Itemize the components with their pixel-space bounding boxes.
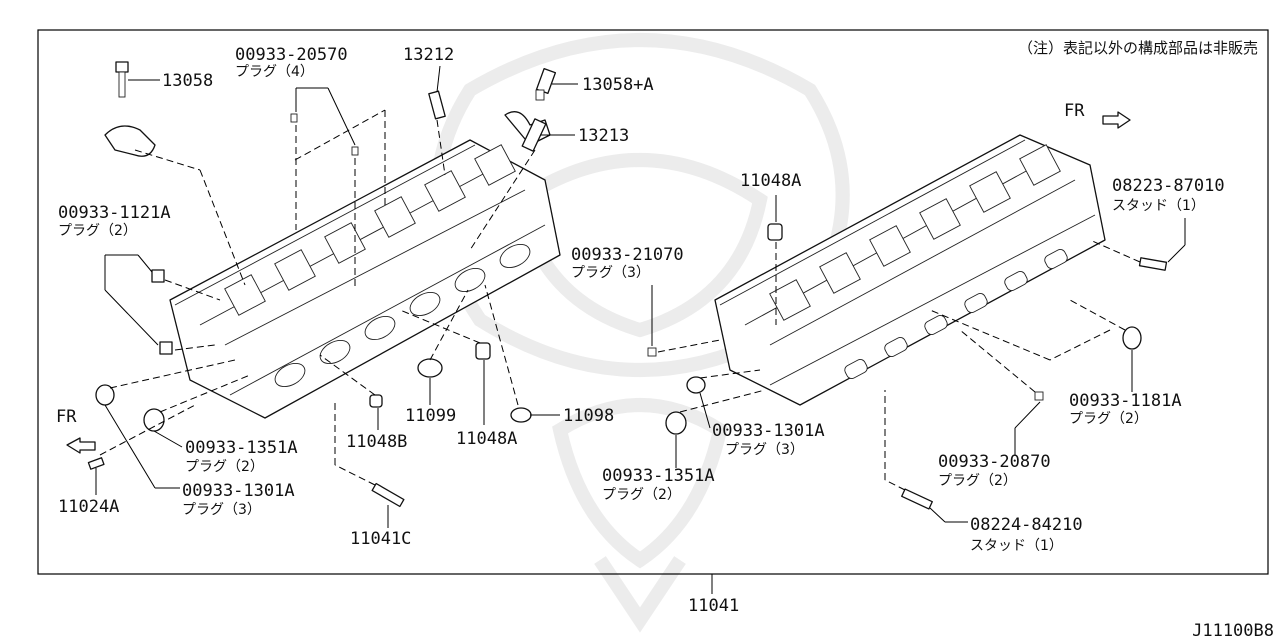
plug-00933-1351A-left[interactable] (143, 408, 165, 432)
label-11048A-right: 11048A (740, 171, 801, 191)
seal-11099[interactable] (417, 358, 443, 378)
label-13212: 13212 (403, 45, 454, 65)
label-11098: 11098 (563, 406, 614, 426)
plug-00933-21070[interactable] (647, 347, 657, 357)
desc-00933-1351A-right: プラグ（2） (602, 487, 681, 503)
desc-00933-1181A: プラグ（2） (1069, 411, 1148, 427)
stud-11041C[interactable] (371, 482, 405, 508)
label-00933-1351A-right: 00933-1351A (602, 466, 715, 486)
label-00933-21070: 00933-21070 (571, 245, 684, 265)
label-00933-1181A: 00933-1181A (1069, 391, 1182, 411)
fr-arrow-right (1102, 111, 1131, 129)
plug-00933-1301A-right[interactable] (686, 376, 706, 394)
desc-08224-84210: スタッド（1） (970, 538, 1063, 554)
bracket-left[interactable] (104, 125, 156, 157)
label-11024A: 11024A (58, 497, 119, 517)
desc-00933-20870: プラグ（2） (938, 473, 1017, 489)
plug-00933-20570[interactable] (290, 113, 359, 156)
pipe-13213[interactable] (504, 111, 551, 152)
cam-journals-right (769, 144, 1061, 321)
desc-00933-1301A-left: プラグ（3） (182, 502, 261, 518)
label-00933-1301A-left: 00933-1301A (182, 481, 295, 501)
sensor-13058A[interactable] (535, 67, 557, 101)
desc-00933-1121A: プラグ（2） (58, 223, 137, 239)
label-11048A-left: 11048A (456, 429, 517, 449)
pin-11024A[interactable] (87, 457, 105, 470)
plug-00933-1121A[interactable] (151, 269, 173, 355)
washer-11098[interactable] (510, 407, 532, 423)
label-00933-20870: 00933-20870 (938, 452, 1051, 472)
label-00933-1351A-left: 00933-1351A (185, 438, 298, 458)
label-08224-84210: 08224-84210 (970, 515, 1083, 535)
fr-label-right: FR (1064, 101, 1085, 121)
label-00933-1121A: 00933-1121A (58, 203, 171, 223)
fr-arrow-left (66, 437, 96, 454)
cylinder-head-right[interactable] (714, 134, 1106, 406)
label-11099: 11099 (405, 406, 456, 426)
cap-11048A-left[interactable] (475, 342, 491, 360)
label-13213: 13213 (578, 126, 629, 146)
cap-11048B[interactable] (369, 394, 383, 408)
cylinder-head-left[interactable] (169, 139, 561, 419)
label-08223-87010: 08223-87010 (1112, 176, 1225, 196)
desc-08223-87010: スタッド（1） (1112, 198, 1205, 214)
diagram-frame (37, 29, 1269, 575)
stud-08223-87010[interactable] (1138, 257, 1168, 271)
label-13058A: 13058+A (582, 75, 654, 95)
fr-label-left: FR (56, 407, 77, 427)
desc-00933-21070: プラグ（3） (571, 265, 650, 281)
desc-00933-1301A-right: プラグ（3） (725, 442, 804, 458)
cam-journals-left (224, 144, 516, 316)
diagram-code: J11100B8 (1192, 621, 1274, 639)
label-main-part-11041: 11041 (688, 596, 739, 616)
leaders-left (95, 65, 578, 528)
bolt-13058[interactable] (115, 61, 129, 98)
desc-00933-1351A-left: プラグ（2） (185, 459, 264, 475)
note-text: （注）表記以外の構成部品は非販売 (1018, 39, 1258, 57)
label-00933-20570: 00933-20570 (235, 45, 348, 65)
label-11048B: 11048B (346, 432, 407, 452)
cap-11048A-right[interactable] (767, 223, 783, 241)
label-11041C: 11041C (350, 529, 411, 549)
pin-13212[interactable] (428, 90, 446, 120)
label-13058: 13058 (162, 71, 213, 91)
label-00933-1301A-right: 00933-1301A (712, 421, 825, 441)
leaders-right (651, 195, 1186, 523)
stud-08224-84210[interactable] (901, 488, 933, 510)
plug-00933-1181A[interactable] (1122, 326, 1142, 350)
plug-00933-20870[interactable] (1034, 391, 1044, 401)
plug-00933-1351A-right[interactable] (665, 411, 687, 435)
desc-00933-20570: プラグ（4） (235, 64, 314, 80)
exhaust-ports-left (274, 243, 531, 388)
intake-ports-right (844, 248, 1068, 380)
